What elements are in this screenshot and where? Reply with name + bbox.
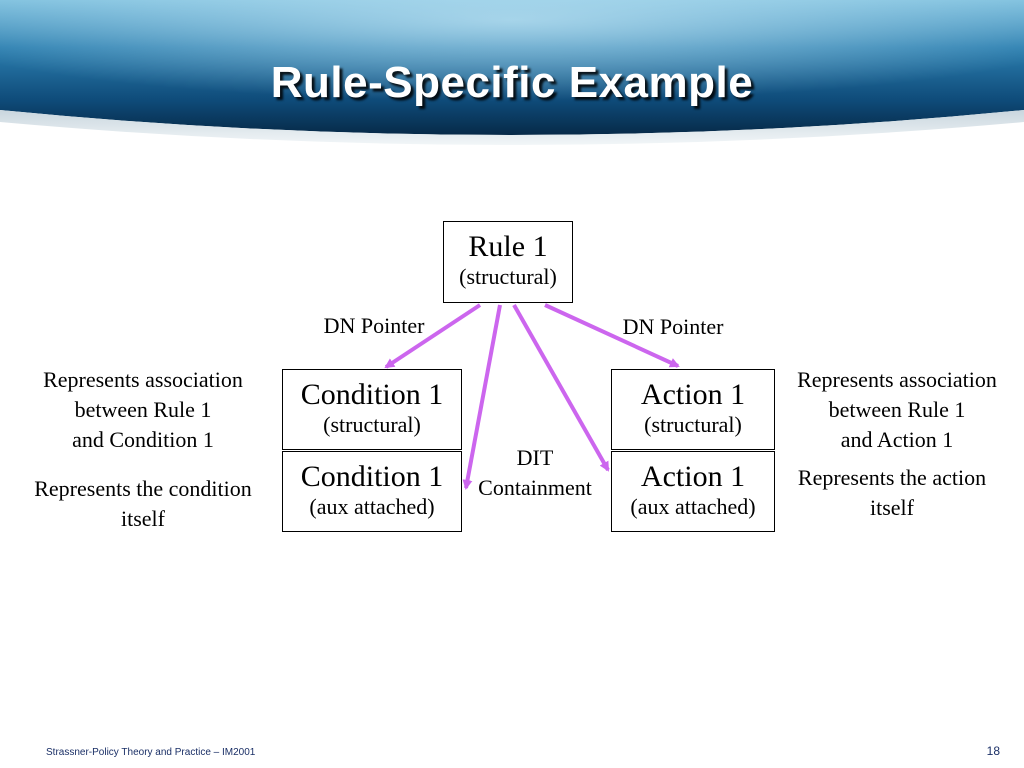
dn-pointer-label-left: DN Pointer [323,313,425,338]
condition-1-structural-title: Condition 1 [300,378,444,411]
condition-1-structural-box: Condition 1 (structural) [282,369,462,450]
page-number: 18 [986,744,1000,758]
dn-pointer-label-right: DN Pointer [622,314,724,339]
title-banner [0,0,1024,150]
slide-title: Rule-Specific Example [270,58,754,107]
action-itself-description: Represents the action itself [797,465,987,520]
action-1-aux-subtitle: (aux attached) [630,494,756,519]
condition-1-aux-subtitle: (aux attached) [309,494,435,519]
condition-1-aux-box: Condition 1 (aux attached) [282,451,462,532]
action-1-structural-box: Action 1 (structural) [611,369,775,450]
action-1-aux-title: Action 1 [640,460,746,493]
action-1-structural-title: Action 1 [640,378,746,411]
rule-1-title: Rule 1 [468,230,548,263]
action-association-description: Represents association between Rule 1 an… [797,367,997,452]
dit-containment-label: DIT Containment [478,445,592,500]
rule-1-subtitle: (structural) [459,264,557,289]
condition-1-structural-subtitle: (structural) [323,412,421,437]
condition-itself-description: Represents the condition itself [34,476,252,531]
action-1-structural-subtitle: (structural) [644,412,742,437]
condition-1-aux-title: Condition 1 [300,460,444,493]
condition-association-description: Represents association between Rule 1 an… [43,367,243,452]
rule-1-box: Rule 1 (structural) [443,221,573,303]
action-1-aux-box: Action 1 (aux attached) [611,451,775,532]
slide-footer: Strassner-Policy Theory and Practice – I… [46,747,256,758]
